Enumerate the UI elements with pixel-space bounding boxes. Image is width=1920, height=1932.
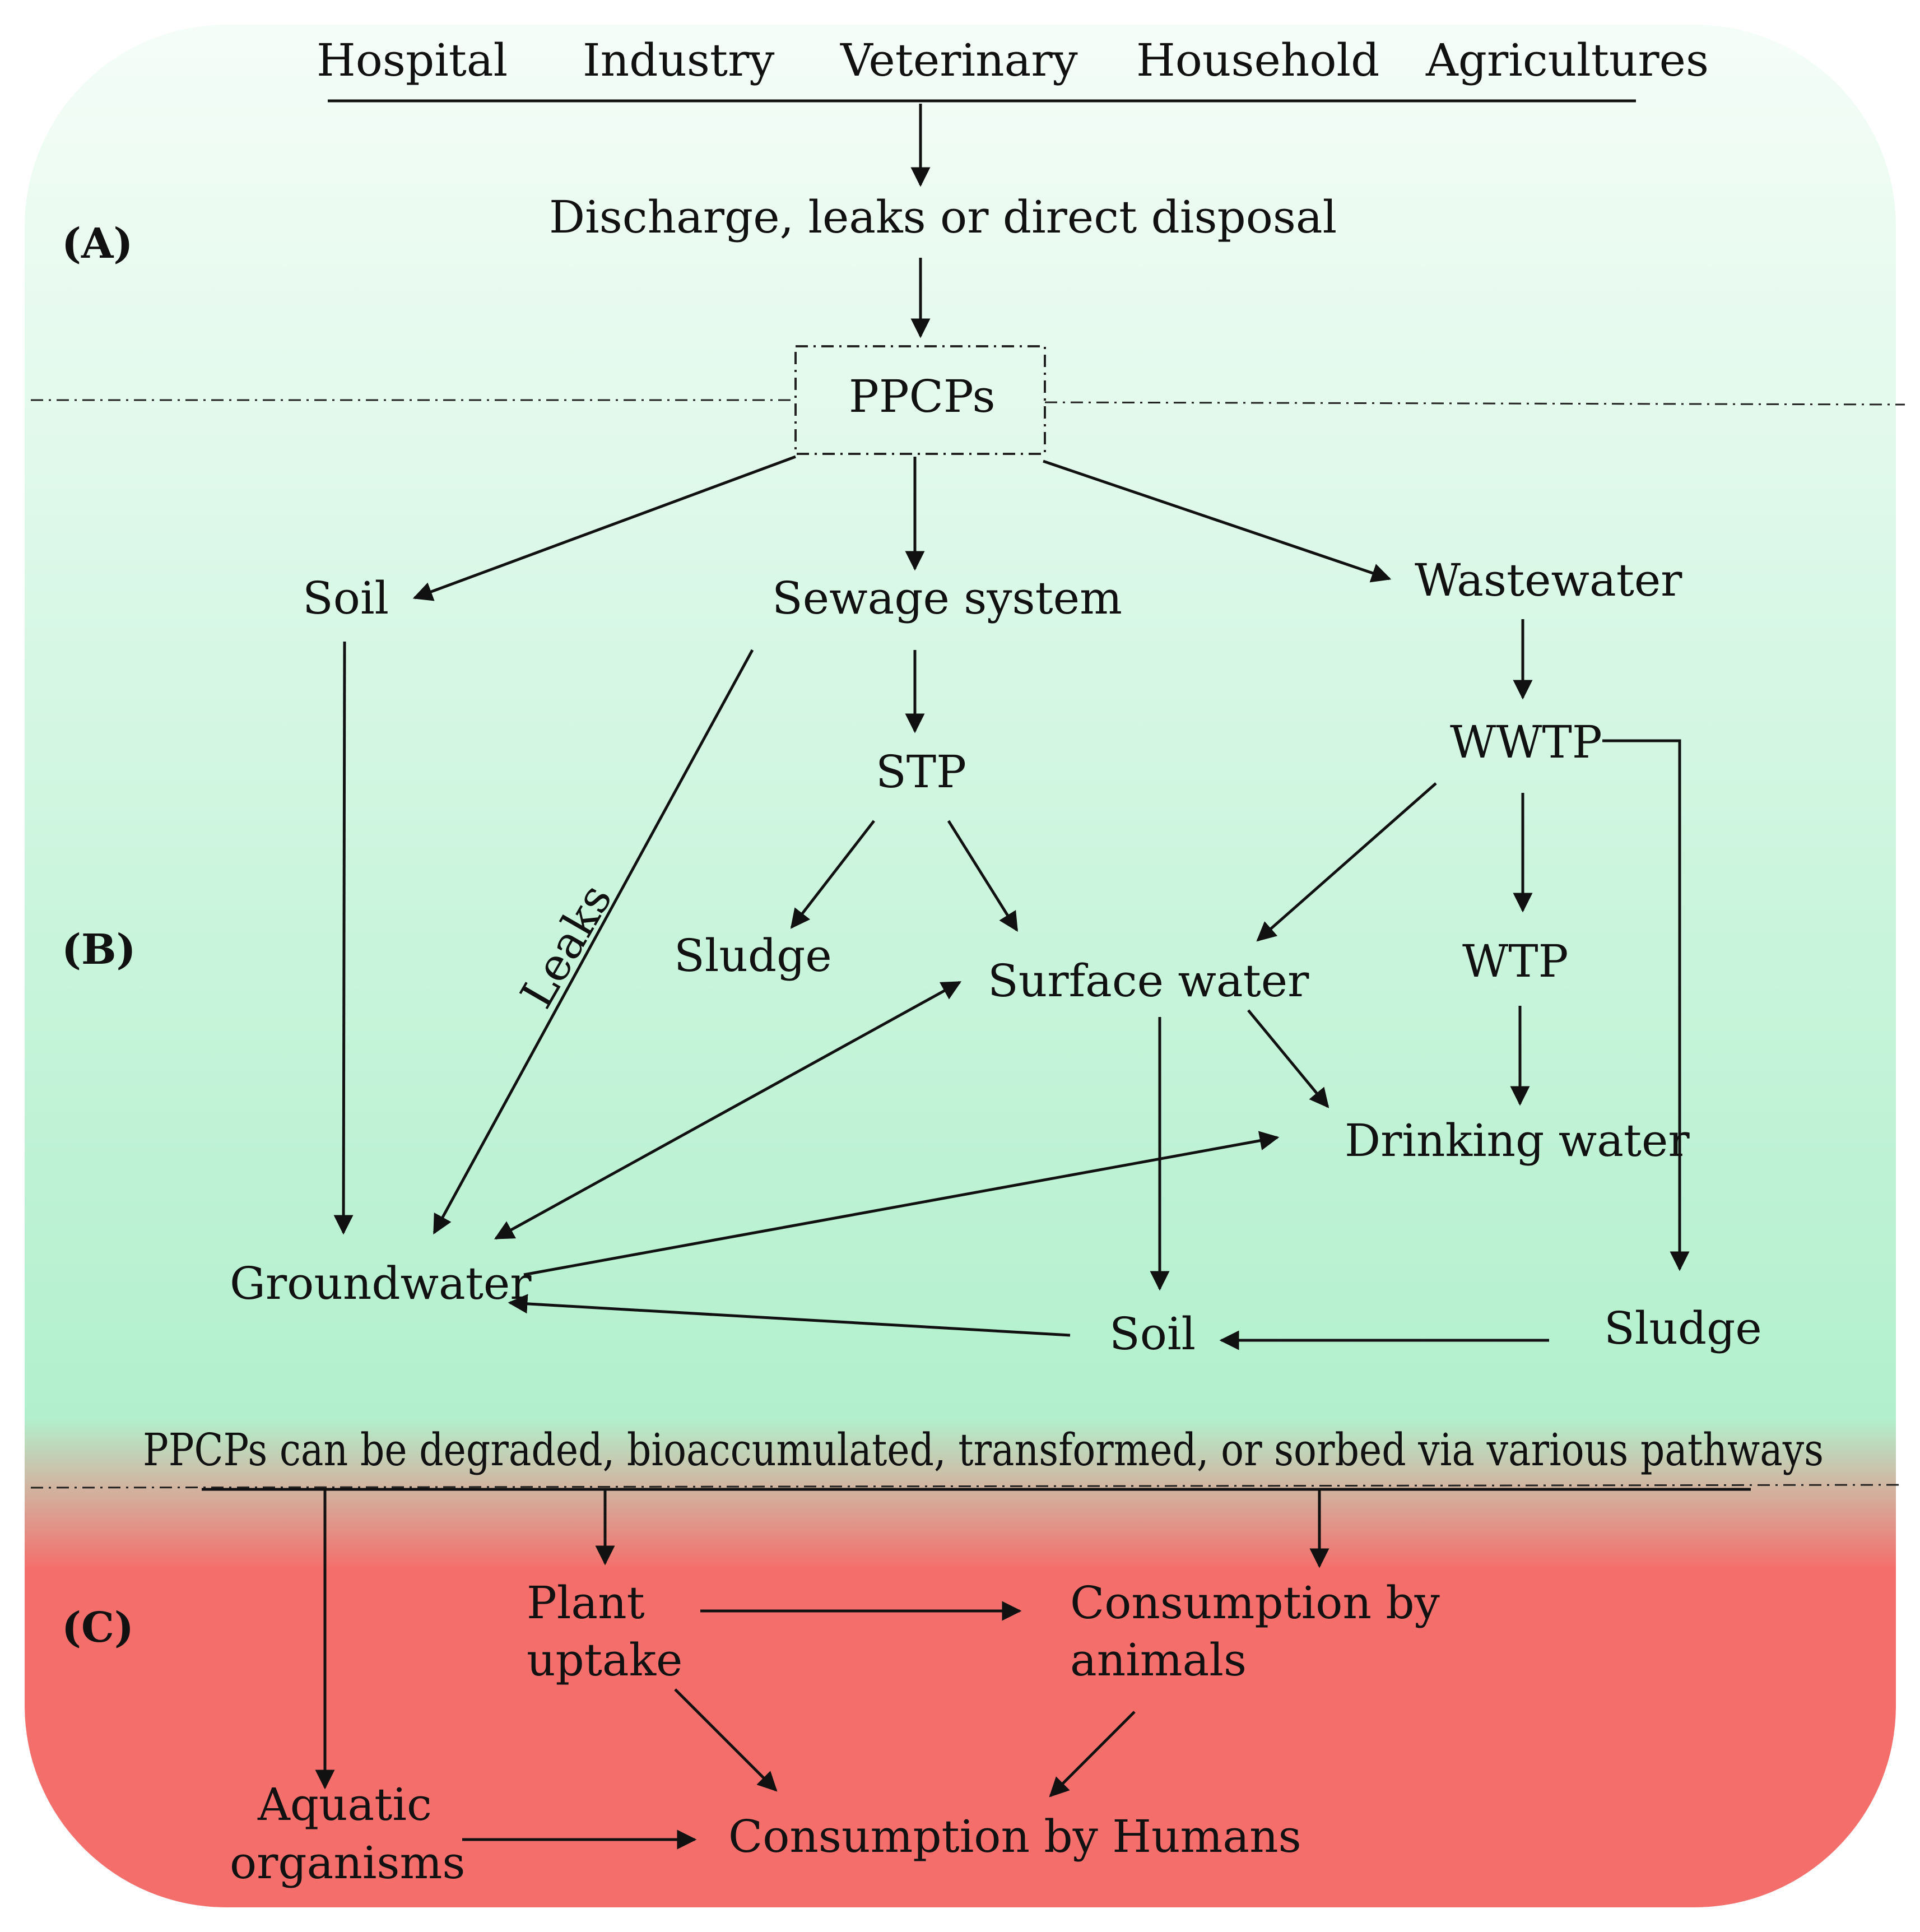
ppcps-box: [794, 345, 1046, 455]
source-agricultures: Agricultures: [1425, 34, 1709, 86]
node-aquatic-line1: Aquatic: [257, 1778, 432, 1831]
arrow-groundwater-drinking: [523, 1131, 1280, 1276]
section-label-a: (A): [62, 220, 133, 268]
source-household: Household: [1136, 34, 1379, 86]
node-humans: Consumption by Humans: [728, 1810, 1301, 1863]
node-groundwater: Groundwater: [230, 1257, 532, 1309]
node-animals-line1: Consumption by: [1070, 1577, 1440, 1629]
arrow-soil-groundwater-bottom: [508, 1294, 1071, 1337]
node-plant-line2: uptake: [527, 1634, 682, 1686]
node-ppcps: PPCPs: [849, 370, 996, 422]
wwtp-to-sludge-line: [1602, 739, 1690, 1271]
background-panel: [25, 25, 1896, 1907]
arrow-ppcps-wastewater: [1043, 459, 1392, 583]
node-sludge-right: Sludge: [1604, 1302, 1762, 1354]
arrow-soil-groundwater: [333, 641, 354, 1235]
node-sludge-left: Sludge: [674, 930, 832, 982]
arrow-surface-drinking: [1247, 1009, 1329, 1108]
source-industry: Industry: [583, 34, 775, 86]
node-wwtp: WWTP: [1450, 716, 1602, 768]
arrow-groundwater-surface[interactable]: [494, 981, 962, 1240]
node-soil-top: Soil: [303, 572, 389, 624]
divider-b-c: [30, 1484, 1900, 1489]
arrow-stp-sludge: [790, 820, 875, 929]
node-drinking-water: Drinking water: [1345, 1114, 1690, 1167]
node-wastewater: Wastewater: [1415, 554, 1682, 606]
node-animals-line2: animals: [1070, 1634, 1247, 1686]
node-stp: STP: [876, 746, 966, 798]
arrow-stp-surface: [947, 820, 1019, 932]
node-plant-line1: Plant: [527, 1577, 645, 1629]
arrow-ppcps-soil: [412, 455, 796, 601]
node-surface-water: Surface water: [988, 955, 1309, 1007]
source-hospital: Hospital: [317, 34, 508, 86]
node-sewage-system: Sewage system: [772, 572, 1122, 624]
pathways-text: PPCPs can be degraded, bioaccumulated, t…: [143, 1424, 1824, 1476]
arrow-animals-humans: [1049, 1711, 1136, 1798]
section-label-b: (B): [62, 926, 136, 974]
node-discharge: Discharge, leaks or direct disposal: [549, 191, 1337, 243]
arrow-sewage-groundwater-leaks: [433, 649, 754, 1235]
node-soil-bottom: Soil: [1109, 1308, 1196, 1360]
node-aquatic-line2: organisms: [230, 1837, 465, 1889]
source-veterinary: Veterinary: [840, 34, 1078, 86]
arrow-plant-humans: [674, 1688, 778, 1792]
arrow-wwtp-surface: [1256, 782, 1437, 942]
node-wtp: WTP: [1462, 935, 1568, 987]
section-label-c: (C): [62, 1604, 134, 1652]
arrows: [315, 104, 1549, 1850]
